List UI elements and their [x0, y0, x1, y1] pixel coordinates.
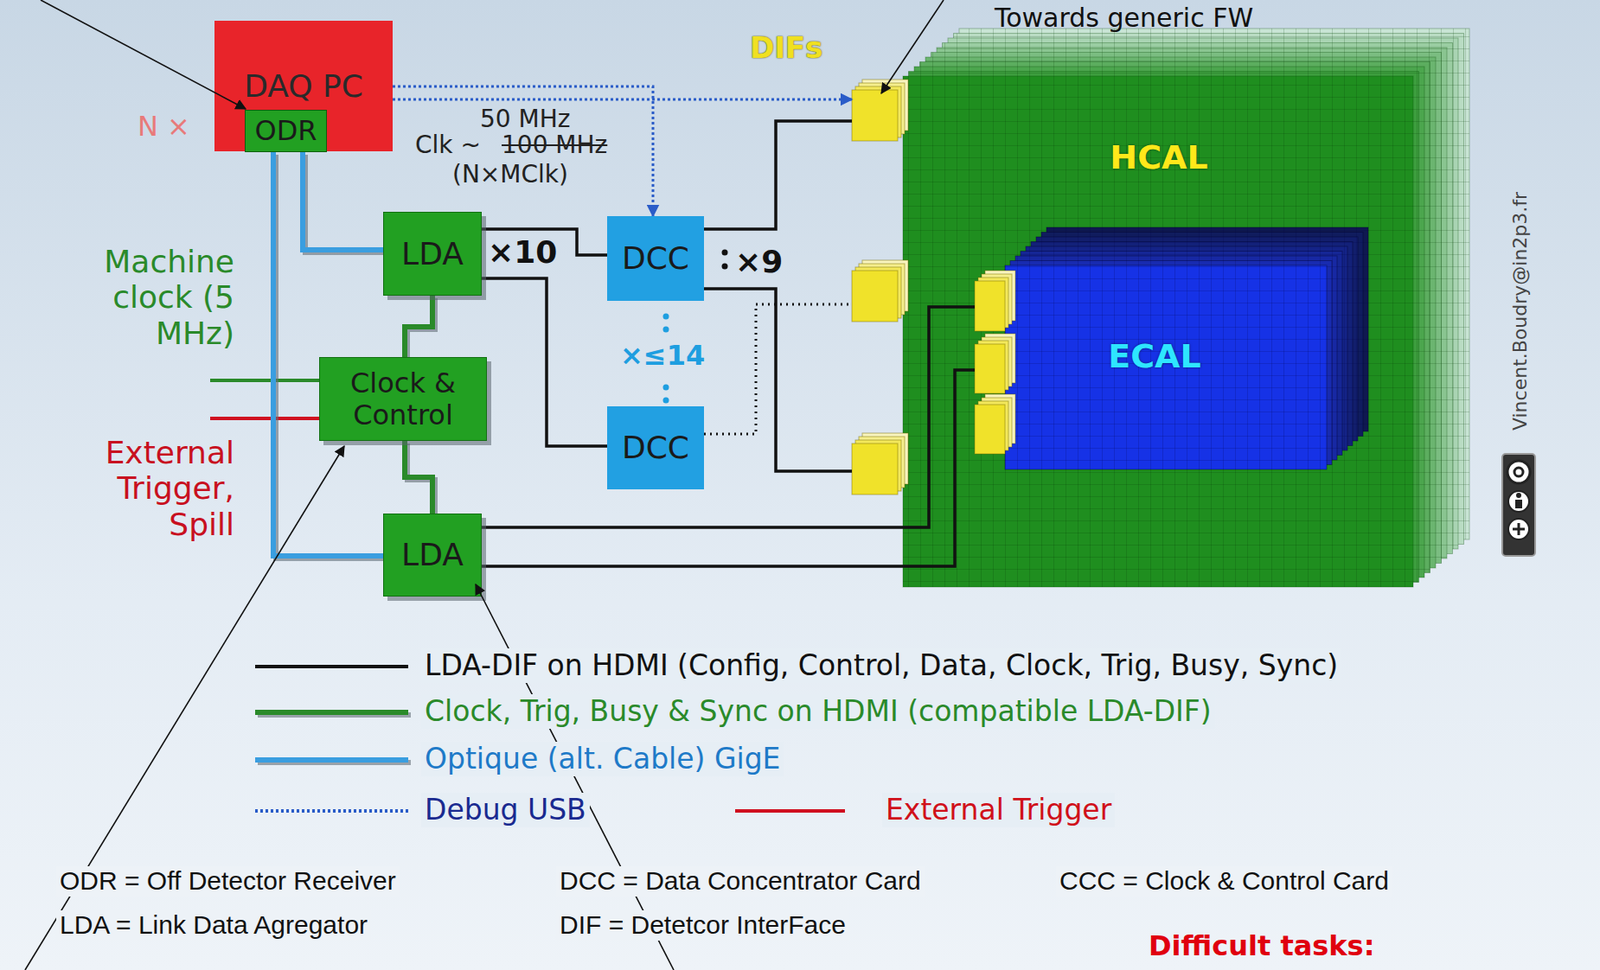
node-text: Clock & Control — [325, 367, 481, 432]
node-text: DCC — [621, 429, 690, 466]
signal-name: External Trigger, Spill — [52, 435, 235, 543]
note-text: Difficult tasks: — [1148, 930, 1375, 963]
connector — [481, 307, 975, 528]
dif-board — [974, 404, 1005, 455]
ecal-region: ECAL — [974, 265, 1327, 470]
connector — [481, 278, 608, 447]
clock-label: (N×MClk) — [452, 160, 569, 189]
hcal-layer — [902, 76, 1414, 588]
glossary-entry: ODR = Off Detector Receiver — [56, 866, 400, 897]
node-text: HCAL — [1109, 139, 1208, 178]
connector-shadow — [305, 154, 386, 253]
connector — [704, 304, 852, 435]
legend-text: LDA-DIF on HDMI (Config, Control, Data, … — [421, 648, 1342, 684]
legend-sample — [255, 802, 416, 820]
odr-box: ODR — [244, 109, 327, 153]
legend-text: Debug USB — [421, 793, 590, 828]
clock-label: 50 MHz — [480, 105, 570, 134]
dots — [663, 313, 670, 320]
connector — [481, 370, 975, 567]
hcal-stack — [902, 28, 1470, 588]
clock-label: Clk ~ — [415, 131, 481, 160]
multiplicity-label: ×9 — [735, 243, 783, 280]
daq-pc-box: DAQ PC ODR — [214, 20, 393, 152]
connector — [302, 152, 384, 250]
dif-boards — [851, 79, 1016, 495]
difs-label: DIFs — [749, 31, 823, 65]
ecal-stack — [1004, 227, 1369, 470]
clock-label: 100 MHz — [501, 131, 608, 160]
node-text: ODR — [254, 115, 317, 148]
connector — [404, 441, 433, 514]
multiplicity-label: N × — [137, 110, 191, 143]
external-trigger-wire — [210, 416, 320, 421]
legend-text: External Trigger — [882, 793, 1115, 828]
legend-sample — [255, 751, 416, 769]
dif-board — [851, 89, 898, 141]
dif-board — [851, 443, 898, 495]
dots — [722, 249, 729, 256]
dif-board — [974, 344, 1005, 394]
node-text: LDA — [401, 236, 464, 272]
dcc-box: DCC — [607, 406, 704, 490]
signal-name: Machine clock (5 MHz) — [52, 243, 235, 352]
dif-board — [851, 270, 898, 322]
machine-clock-wire — [210, 378, 320, 383]
multiplicity-label: ×≤14 — [620, 339, 705, 372]
legend-sample — [255, 704, 416, 722]
clock-control-box: Clock & Control — [319, 357, 487, 442]
dots — [663, 326, 670, 333]
glossary-entry: DIF = Detetcor InterFace — [556, 910, 850, 941]
legend-sample — [255, 658, 416, 676]
dots — [663, 384, 670, 391]
connector — [404, 295, 433, 358]
cc-badge — [1502, 454, 1536, 557]
connector — [392, 98, 852, 102]
connector — [704, 288, 852, 472]
legend-text: Optique (alt. Cable) GigE — [421, 742, 784, 777]
leader-line — [881, 0, 944, 94]
node-text: ECAL — [1107, 338, 1201, 377]
ecal-layer — [1004, 265, 1327, 470]
glossary-entry: DCC = Data Concentrator Card — [556, 866, 925, 897]
lda-box: LDA — [383, 513, 482, 597]
edge-label: ×10 — [487, 235, 557, 270]
legend-sample — [735, 802, 852, 820]
dif-board — [974, 281, 1005, 332]
author-credit: Vincent.Boudry@in2p3.fr — [1509, 192, 1531, 431]
hcal-grid — [902, 76, 1414, 588]
node-text: LDA — [401, 537, 464, 573]
ecal-grid — [1004, 265, 1327, 470]
node-text: DAQ PC — [243, 68, 364, 104]
dots — [722, 263, 729, 270]
node-text: DCC — [621, 240, 690, 276]
lda-box: LDA — [383, 211, 482, 296]
hcal-region: HCAL ECAL — [851, 76, 1414, 588]
dcc-box: DCC — [607, 216, 704, 301]
dots — [663, 397, 670, 404]
note-text: Towards generic FW — [994, 3, 1254, 34]
connector — [273, 152, 384, 557]
connector — [704, 121, 852, 230]
glossary-entry: CCC = Clock & Control Card — [1056, 866, 1393, 897]
connector — [392, 86, 653, 217]
legend-text: Clock, Trig, Busy & Sync on HDMI (compat… — [421, 694, 1216, 730]
glossary-entry: LDA = Link Data Agregator — [56, 910, 372, 941]
